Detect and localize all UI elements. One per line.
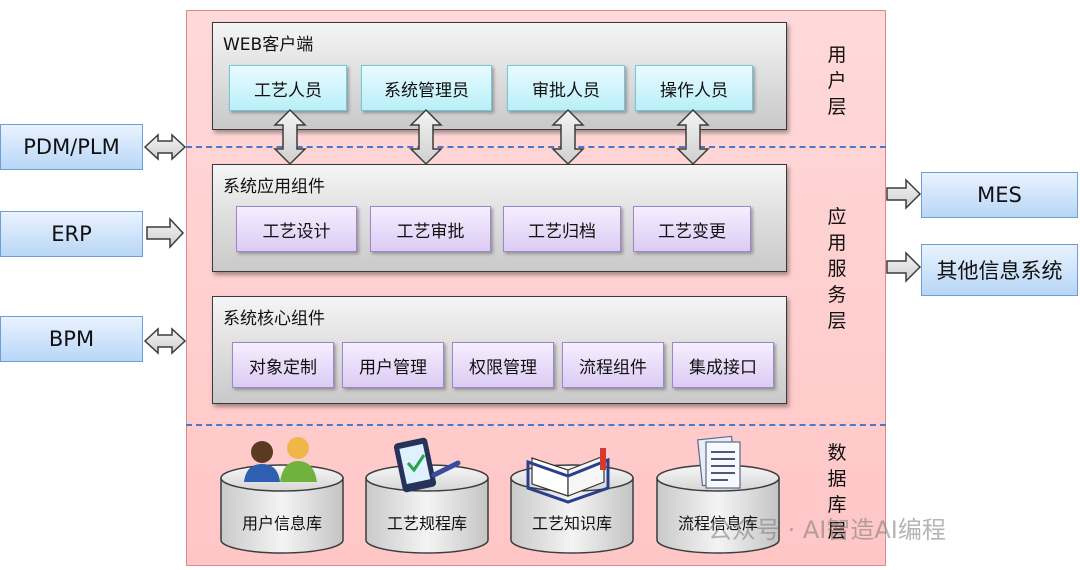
db-caption-process-spec: 工艺规程库 bbox=[386, 514, 467, 533]
db-caption-user-info: 用户信息库 bbox=[241, 514, 322, 533]
layer-label-app-text: 应用服务层 bbox=[827, 206, 847, 332]
external-other-systems: 其他信息系统 bbox=[921, 244, 1078, 296]
external-mes: MES bbox=[921, 172, 1078, 218]
core-components-title: 系统核心组件 bbox=[223, 309, 325, 329]
document-icon bbox=[697, 435, 741, 489]
arrow-role-4-to-app bbox=[677, 109, 709, 165]
role-process-staff: 工艺人员 bbox=[229, 65, 347, 111]
db-caption-process-knowledge: 工艺知识库 bbox=[531, 514, 612, 533]
users-icon bbox=[244, 437, 317, 482]
role-operator: 操作人员 bbox=[635, 65, 753, 111]
layer-divider-user-app bbox=[186, 146, 886, 148]
layer-label-data-text: 数据库层 bbox=[827, 442, 847, 542]
layer-label-user-text: 用户层 bbox=[827, 44, 847, 118]
arrow-bpm-double bbox=[143, 327, 187, 355]
component-process-change: 工艺变更 bbox=[633, 206, 751, 252]
open-book-icon bbox=[526, 448, 610, 504]
app-components-title: 系统应用组件 bbox=[223, 177, 325, 197]
arrow-to-mes bbox=[886, 178, 922, 210]
arrow-pdm-double bbox=[143, 133, 187, 161]
arrow-role-2-to-app bbox=[410, 109, 442, 165]
arrow-erp-in bbox=[146, 217, 185, 249]
layer-label-data: 数据库层 bbox=[824, 440, 850, 544]
core-workflow-component: 流程组件 bbox=[562, 342, 664, 388]
layer-divider-app-data bbox=[186, 424, 886, 426]
db-caption-workflow-info: 流程信息库 bbox=[677, 514, 758, 533]
core-user-management: 用户管理 bbox=[342, 342, 444, 388]
arrow-role-3-to-app bbox=[552, 109, 584, 165]
role-approver: 审批人员 bbox=[507, 65, 625, 111]
watermark: 公众号 · AI智造AI编程 bbox=[708, 516, 946, 544]
arrow-role-1-to-app bbox=[274, 109, 306, 165]
arrow-to-other-systems bbox=[886, 251, 922, 283]
external-erp: ERP bbox=[0, 211, 143, 257]
external-bpm: BPM bbox=[0, 316, 143, 362]
tablet-check-icon bbox=[393, 437, 461, 493]
component-process-archive: 工艺归档 bbox=[503, 206, 621, 252]
web-client-title: WEB客户端 bbox=[223, 35, 314, 55]
layer-label-app: 应用服务层 bbox=[824, 204, 850, 334]
external-pdm-plm: PDM/PLM bbox=[0, 124, 143, 170]
component-process-design: 工艺设计 bbox=[236, 206, 357, 252]
core-object-customization: 对象定制 bbox=[232, 342, 334, 388]
core-integration-interface: 集成接口 bbox=[672, 342, 774, 388]
core-permission-management: 权限管理 bbox=[452, 342, 554, 388]
component-process-approval: 工艺审批 bbox=[370, 206, 491, 252]
layer-label-user: 用户层 bbox=[824, 42, 850, 120]
role-system-admin: 系统管理员 bbox=[361, 65, 492, 111]
